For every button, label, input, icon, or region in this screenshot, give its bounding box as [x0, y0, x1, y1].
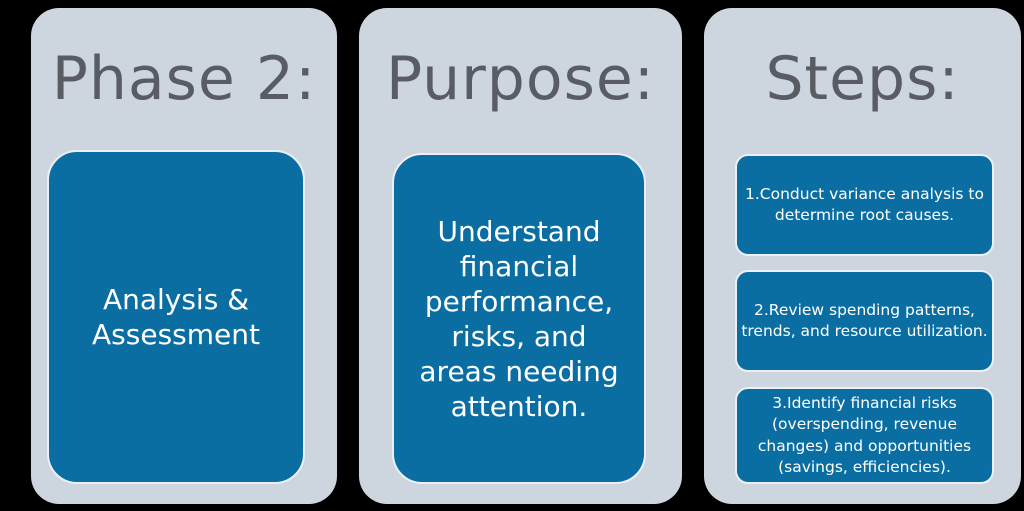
step-box-2: 2.Review spending patterns, trends, and … — [735, 270, 994, 372]
step-box-3: 3.Identify financial risks (overspending… — [735, 387, 994, 484]
column-steps: Steps: 1.Conduct variance analysis to de… — [704, 8, 1021, 504]
purpose-heading: Purpose: — [385, 44, 655, 114]
purpose-box: Understand financial performance, risks,… — [392, 153, 646, 484]
steps-heading: Steps: — [765, 44, 960, 114]
column-phase: Phase 2: Analysis & Assessment — [31, 8, 337, 504]
step-box-1: 1.Conduct variance analysis to determine… — [735, 154, 994, 256]
phase-heading: Phase 2: — [51, 44, 317, 114]
column-purpose: Purpose: Understand financial performanc… — [359, 8, 682, 504]
phase-box: Analysis & Assessment — [47, 150, 305, 484]
